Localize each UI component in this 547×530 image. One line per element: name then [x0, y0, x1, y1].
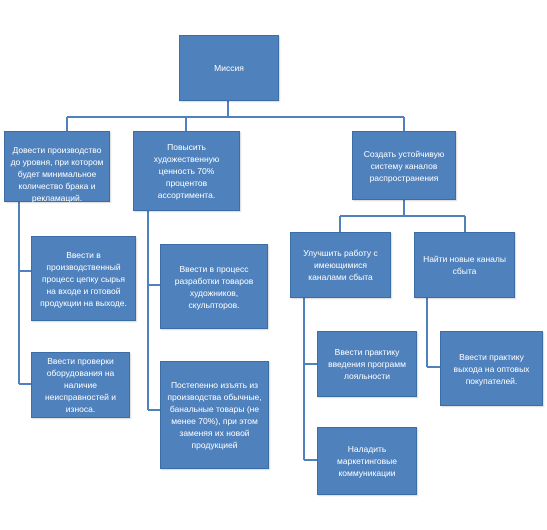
subgoal-label: Улучшить работу с имеющимися каналами сб…	[303, 248, 378, 282]
goal-box-art-value: Повысить художественную ценность 70% про…	[133, 131, 240, 211]
task-box-equipment-check: Ввести проверки оборудования на наличие …	[31, 352, 130, 418]
task-label: Наладить маркетинговые коммуникации	[337, 444, 397, 478]
mission-label: Миссия	[214, 63, 244, 73]
task-box-input-control: Ввести в производственный процесс цепку …	[31, 236, 136, 321]
task-label: Постепенно изъять из производства обычны…	[167, 380, 262, 450]
task-label: Ввести практику введения программ лояльн…	[328, 347, 406, 381]
task-box-marketing-communications: Наладить маркетинговые коммуникации	[317, 427, 417, 495]
task-label: Ввести проверки оборудования на наличие …	[44, 356, 117, 414]
goal-label: Повысить художественную ценность 70% про…	[153, 142, 220, 200]
mission-box: Миссия	[179, 35, 279, 101]
subgoal-label: Найти новые каналы сбыта	[423, 254, 506, 276]
goal-label: Создать устойчивую систему каналов распр…	[363, 148, 445, 183]
task-label: Ввести практику выхода на оптовых покупа…	[453, 351, 530, 386]
subgoal-box-existing-channels: Улучшить работу с имеющимися каналами сб…	[290, 232, 391, 298]
task-box-artists: Ввести в процесс разработки товаров худо…	[160, 244, 268, 329]
subgoal-box-new-channels: Найти новые каналы сбыта	[414, 232, 515, 298]
task-label: Ввести в производственный процесс цепку …	[40, 249, 127, 308]
goal-box-distribution: Создать устойчивую систему каналов распр…	[352, 131, 456, 200]
task-box-replace-products: Постепенно изъять из производства обычны…	[160, 361, 269, 469]
task-box-wholesale-buyers: Ввести практику выхода на оптовых покупа…	[440, 331, 543, 406]
task-label: Ввести в процесс разработки товаров худо…	[174, 263, 254, 310]
goal-label: Довести производство до уровня, при кото…	[10, 145, 104, 203]
task-box-loyalty-programs: Ввести практику введения программ лояльн…	[317, 331, 417, 397]
goal-box-quality: Довести производство до уровня, при кото…	[4, 131, 110, 203]
